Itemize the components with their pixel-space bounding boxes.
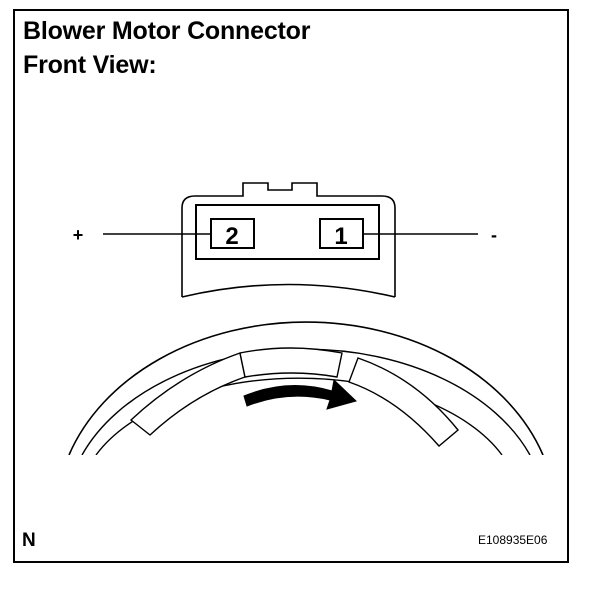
diagram-title: Blower Motor Connector xyxy=(23,17,311,45)
housing-outer-arc xyxy=(68,321,544,456)
connector-base-arc xyxy=(181,283,396,298)
positive-polarity-label: + xyxy=(73,225,84,245)
figure-code: E108935E06 xyxy=(478,533,548,547)
terminal-2-label: 2 xyxy=(225,223,238,250)
terminal-2-box xyxy=(210,218,255,249)
ring-segment-middle xyxy=(239,347,343,378)
negative-polarity-label: - xyxy=(491,225,497,245)
terminal-1-box xyxy=(319,218,364,249)
diagram-subtitle: Front View: xyxy=(23,51,157,79)
rotation-arrow-icon xyxy=(243,378,357,410)
arc-mask xyxy=(62,455,552,515)
terminal-1-label: 1 xyxy=(334,223,347,250)
corner-label: N xyxy=(22,530,36,551)
ring-segment-right xyxy=(348,357,459,447)
